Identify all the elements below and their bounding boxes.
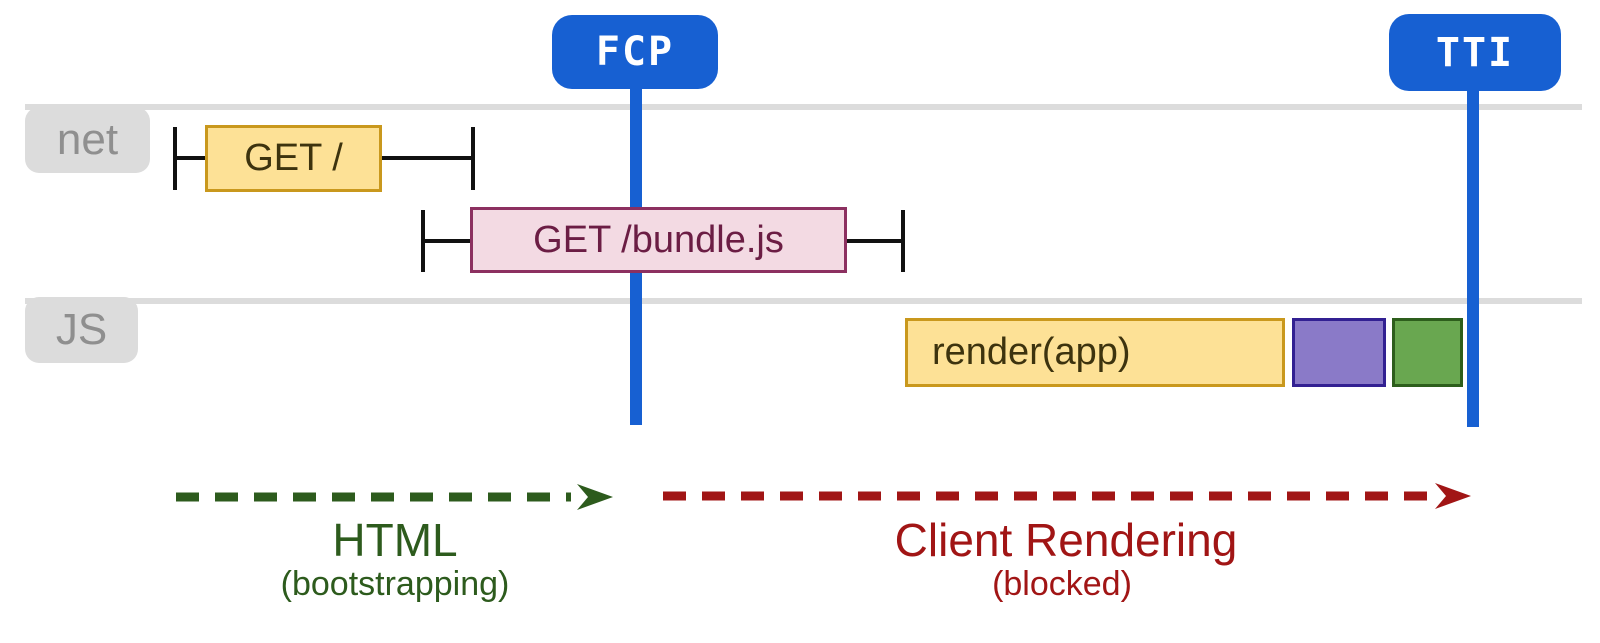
tti-badge: TTI: [1389, 14, 1561, 91]
lane-label-net: net: [25, 107, 150, 173]
html-phase-arrow-icon: [176, 484, 613, 510]
js-task-block-purple: [1292, 318, 1386, 387]
get-root-request-box: GET /: [205, 125, 382, 192]
html-phase-sublabel: (bootstrapping): [280, 565, 510, 603]
get-root-end-connector: [382, 156, 471, 160]
js-lane-line: [25, 298, 1582, 304]
get-root-end-tick: [471, 127, 475, 190]
lane-label-js: JS: [25, 297, 138, 363]
render-app-task-box: render(app): [905, 318, 1285, 387]
get-root-start-tick: [173, 127, 177, 190]
fcp-badge-text: FCP: [595, 29, 675, 75]
fcp-badge: FCP: [552, 15, 718, 89]
tti-marker-line: [1467, 60, 1479, 427]
js-label-text: JS: [55, 305, 108, 354]
get-bundle-end-tick: [901, 210, 905, 272]
get-bundle-start-tick: [421, 210, 425, 272]
get-root-start-connector: [177, 156, 205, 160]
get-bundle-start-connector: [425, 239, 470, 243]
html-phase-label: HTML: [332, 514, 458, 566]
net-lane-line: [25, 104, 1582, 110]
tti-badge-text: TTI: [1435, 29, 1515, 76]
client-rendering-phase-arrow-icon: [663, 483, 1471, 509]
client-rendering-phase-sublabel: (blocked): [992, 565, 1132, 603]
get-bundle-label: GET /bundle.js: [533, 218, 784, 261]
get-bundle-end-connector: [847, 239, 901, 243]
get-root-label: GET /: [244, 137, 343, 179]
client-rendering-phase-label: Client Rendering: [894, 514, 1238, 566]
render-app-label: render(app): [932, 331, 1131, 373]
get-bundle-request-box: GET /bundle.js: [470, 207, 847, 273]
net-label-text: net: [56, 115, 119, 164]
js-task-block-green: [1392, 318, 1463, 387]
